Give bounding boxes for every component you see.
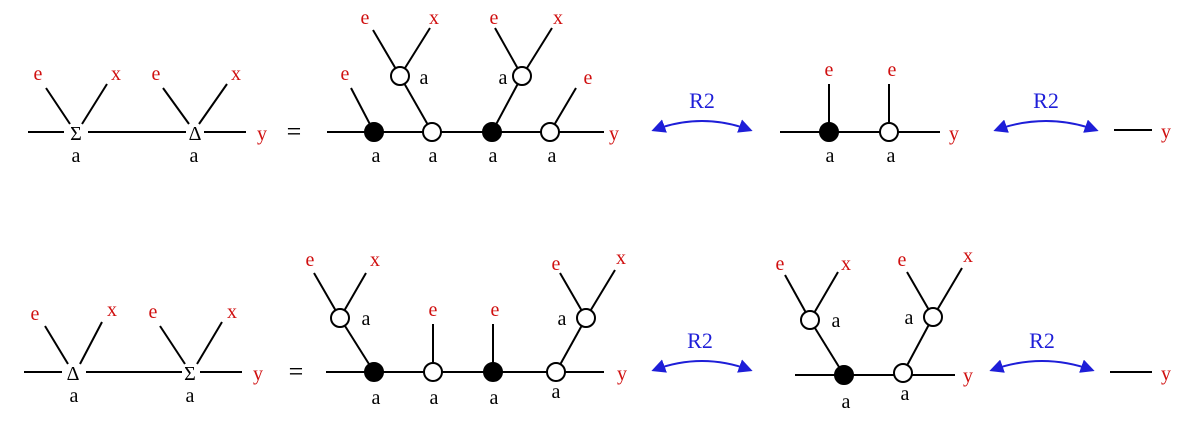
- label-y: y: [617, 363, 627, 385]
- r2-label: R2: [1029, 328, 1055, 353]
- label-a: a: [558, 308, 567, 330]
- row2-left-diagram: Δ Σ a a e x e x y: [24, 299, 263, 407]
- label-e: e: [152, 63, 161, 85]
- label-y: y: [253, 363, 263, 385]
- white-node: [330, 308, 350, 328]
- label-x: x: [429, 7, 439, 29]
- label-e: e: [888, 59, 897, 81]
- delta-symbol: Δ: [189, 123, 202, 145]
- label-a: a: [842, 391, 851, 413]
- label-x: x: [111, 63, 121, 85]
- white-node: [879, 122, 899, 142]
- label-x: x: [231, 63, 241, 85]
- label-x: x: [963, 245, 973, 267]
- label-y: y: [609, 123, 619, 145]
- label-a: a: [490, 387, 499, 409]
- label-x: x: [553, 7, 563, 29]
- label-a: a: [420, 67, 429, 89]
- label-a: a: [552, 381, 561, 403]
- label-y: y: [963, 365, 973, 387]
- r2-label: R2: [1033, 88, 1059, 113]
- r2-label: R2: [687, 328, 713, 353]
- label-a: a: [826, 145, 835, 167]
- label-x: x: [616, 247, 626, 269]
- white-node: [512, 66, 532, 86]
- label-a: a: [186, 385, 195, 407]
- label-e: e: [341, 63, 350, 85]
- label-a: a: [190, 145, 199, 167]
- label-a: a: [901, 383, 910, 405]
- label-y: y: [949, 123, 959, 145]
- label-e: e: [306, 249, 315, 271]
- black-node: [364, 362, 384, 382]
- row1-identity-strand: y: [1114, 121, 1171, 143]
- r2-move-arrow: R2: [651, 88, 753, 133]
- white-node: [422, 122, 442, 142]
- row2-reduced-diagram: e x e x a a a a y: [776, 245, 973, 413]
- label-a: a: [832, 310, 841, 332]
- black-node: [819, 122, 839, 142]
- label-a: a: [489, 145, 498, 167]
- equals-sign: =: [287, 117, 302, 146]
- label-y: y: [1161, 363, 1171, 385]
- label-e: e: [361, 7, 370, 29]
- label-x: x: [370, 249, 380, 271]
- label-e: e: [584, 67, 593, 89]
- row2-expanded-diagram: e x e e e x a a a a a a y: [306, 247, 627, 409]
- label-e: e: [429, 299, 438, 321]
- label-e: e: [552, 253, 561, 275]
- label-e: e: [34, 63, 43, 85]
- white-node: [893, 363, 913, 383]
- r2-move-arrow: R2: [651, 328, 753, 373]
- label-e: e: [149, 301, 158, 323]
- label-e: e: [898, 249, 907, 271]
- label-a: a: [70, 385, 79, 407]
- black-node: [364, 122, 384, 142]
- white-node: [540, 122, 560, 142]
- white-node: [800, 310, 820, 330]
- label-x: x: [107, 299, 117, 321]
- delta-symbol: Δ: [67, 363, 80, 385]
- row2-identity-strand: y: [1110, 363, 1171, 385]
- row-1: Σ Δ a a e x e x y =: [28, 7, 1171, 167]
- equals-sign: =: [289, 357, 304, 386]
- label-a: a: [905, 307, 914, 329]
- label-e: e: [825, 59, 834, 81]
- row1-expanded-diagram: e e x e x e a a a a a a y: [327, 7, 619, 167]
- label-a: a: [548, 145, 557, 167]
- sigma-symbol: Σ: [184, 363, 196, 385]
- row1-reduced-diagram: e e a a y: [780, 59, 959, 167]
- r2-move-arrow: R2: [989, 328, 1095, 373]
- label-e: e: [490, 7, 499, 29]
- label-e: e: [491, 299, 500, 321]
- label-e: e: [31, 303, 40, 325]
- row1-left-diagram: Σ Δ a a e x e x y: [28, 63, 267, 167]
- white-node: [390, 66, 410, 86]
- label-y: y: [1161, 121, 1171, 143]
- label-x: x: [841, 253, 851, 275]
- label-a: a: [430, 387, 439, 409]
- white-node: [923, 307, 943, 327]
- label-a: a: [362, 308, 371, 330]
- label-a: a: [372, 145, 381, 167]
- r2-label: R2: [689, 88, 715, 113]
- white-node: [423, 362, 443, 382]
- label-a: a: [429, 145, 438, 167]
- r2-move-arrow: R2: [993, 88, 1099, 133]
- black-node: [834, 365, 854, 385]
- black-node: [483, 362, 503, 382]
- label-a: a: [887, 145, 896, 167]
- white-node: [546, 362, 566, 382]
- label-x: x: [227, 301, 237, 323]
- row-2: Δ Σ a a e x e x y =: [24, 245, 1171, 413]
- label-a: a: [499, 67, 508, 89]
- label-y: y: [257, 123, 267, 145]
- white-node: [576, 308, 596, 328]
- sigma-symbol: Σ: [70, 123, 82, 145]
- label-a: a: [372, 387, 381, 409]
- label-e: e: [776, 253, 785, 275]
- label-a: a: [72, 145, 81, 167]
- black-node: [482, 122, 502, 142]
